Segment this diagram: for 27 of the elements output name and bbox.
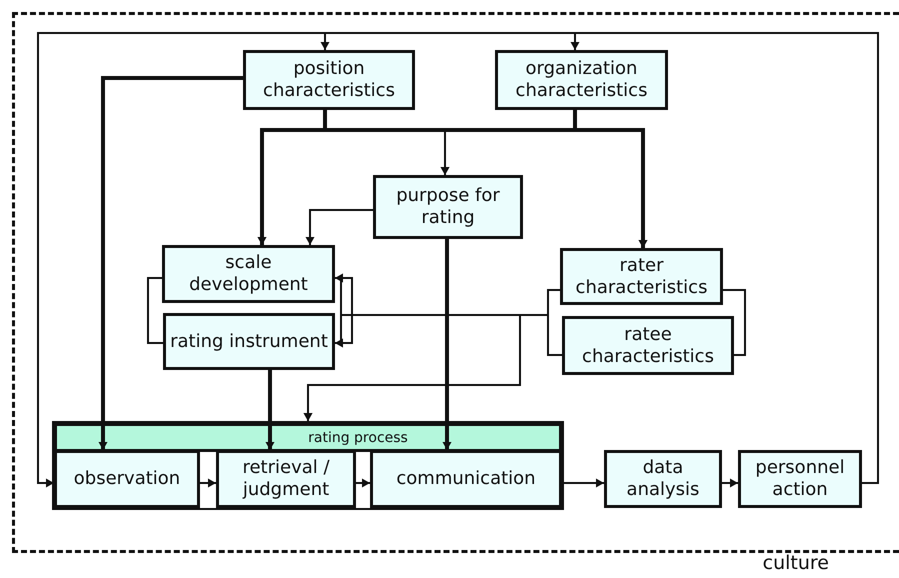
process-box: purpose for rating [373, 175, 523, 239]
arrow [442, 239, 452, 450]
process-box: retrieval / judgment [216, 450, 356, 508]
bracket-line [147, 277, 163, 344]
process-box: ratee characteristics [562, 316, 734, 375]
arrow [266, 370, 274, 450]
process-box: communication [370, 450, 562, 508]
arrow [98, 76, 243, 450]
process-box: data analysis [604, 450, 722, 508]
process-box: rating instrument [163, 313, 335, 370]
arrow [722, 478, 738, 488]
group-header: rating process [54, 423, 562, 452]
arrow [562, 478, 604, 488]
arrow [200, 478, 216, 488]
arrow [37, 32, 879, 488]
process-box: organization characteristics [495, 50, 668, 110]
bracket-line [547, 289, 562, 356]
process-box: personnel action [738, 450, 862, 508]
process-box: position characteristics [243, 50, 415, 110]
process-box: rater characteristics [560, 248, 723, 305]
arrow [356, 478, 370, 488]
process-box: observation [54, 450, 200, 508]
arrow [306, 209, 373, 245]
process-box: scale development [162, 245, 335, 303]
bracket-line [723, 289, 746, 356]
boundary-label: culture [762, 552, 829, 574]
process-group [52, 421, 564, 510]
